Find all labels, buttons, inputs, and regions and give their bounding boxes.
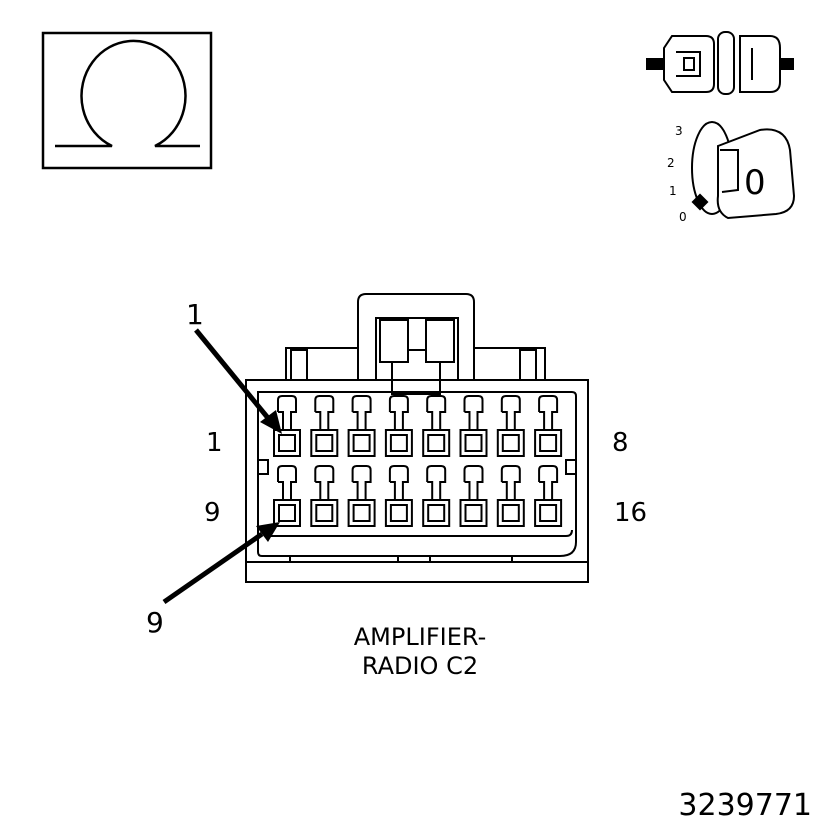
pin-label-8: 8 <box>612 428 629 458</box>
terminal-cavity-6 <box>459 395 488 457</box>
pin-9-callout-arrow: 9 <box>146 522 280 639</box>
terminal-cavity-8 <box>534 395 563 457</box>
pin-label-1: 1 <box>206 428 223 458</box>
terminal-cavity-4 <box>384 395 413 457</box>
pin-label-9: 9 <box>204 498 221 528</box>
terminal-cavity-11 <box>347 465 376 527</box>
connector-disconnected-icon <box>646 31 794 95</box>
terminal-cavity-12 <box>384 465 413 527</box>
connector-housing <box>245 293 589 583</box>
connector-caption-line-1: AMPLIFIER- <box>354 623 486 651</box>
ignition-position-3: 3 <box>675 124 683 138</box>
connector-caption-line-2: RADIO C2 <box>362 652 478 680</box>
pin-1-callout-arrow: 1 <box>186 298 282 434</box>
terminal-cavity-14 <box>459 465 488 527</box>
ignition-key-label: 0 <box>744 163 766 203</box>
terminal-cavity-15 <box>496 465 525 527</box>
terminal-cavity-13 <box>422 465 451 527</box>
terminal-cavity-16 <box>534 465 563 527</box>
terminal-cavity-7 <box>496 395 525 457</box>
figure-number: 3239771 <box>678 788 812 823</box>
terminal-cavities <box>273 395 563 527</box>
ignition-position-2: 2 <box>667 156 675 170</box>
terminal-cavity-1 <box>273 395 301 457</box>
pin-label-16: 16 <box>614 498 647 528</box>
ohmmeter-icon: Ω <box>41 31 213 170</box>
pin-1-callout-number: 1 <box>186 298 204 331</box>
terminal-cavity-2 <box>310 395 339 457</box>
pin-9-callout-number: 9 <box>146 606 164 639</box>
ignition-key-icon: 3 2 1 0 0 <box>667 121 796 224</box>
terminal-cavity-9 <box>273 465 301 527</box>
ignition-position-1: 1 <box>669 184 677 198</box>
terminal-cavity-5 <box>422 395 451 457</box>
terminal-cavity-3 <box>347 395 376 457</box>
ignition-position-0: 0 <box>679 210 687 224</box>
terminal-cavity-10 <box>310 465 339 527</box>
